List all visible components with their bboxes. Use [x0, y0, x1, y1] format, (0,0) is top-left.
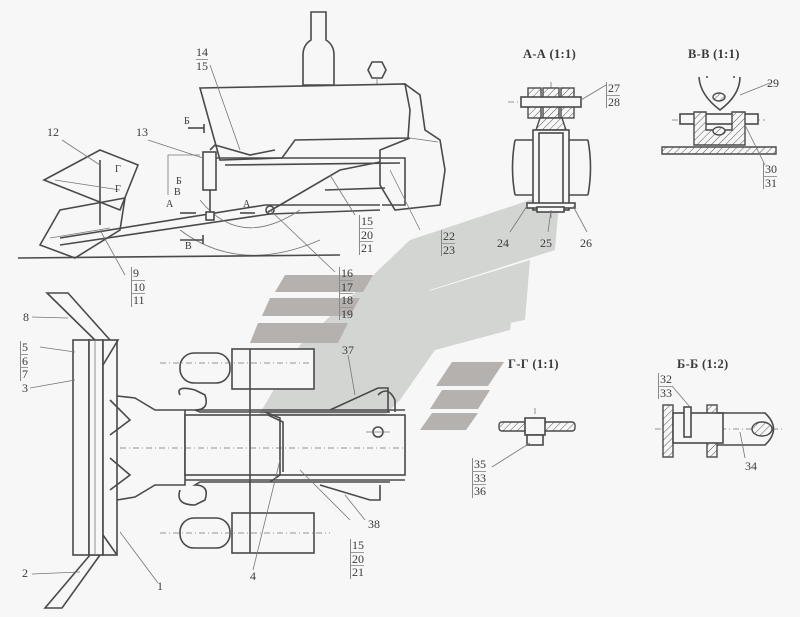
section-vv-drawing	[661, 76, 777, 166]
callout-34: 34	[745, 459, 757, 473]
callout-15: 15	[196, 58, 208, 73]
section-marker-g-bot: Г	[115, 184, 121, 195]
callout-12: 12	[47, 125, 59, 139]
section-marker-a-right: А	[243, 199, 251, 210]
watermark-bar-1	[275, 275, 373, 292]
section-vv-title: В-В (1:1)	[688, 47, 740, 61]
callout-35-33-36: 35 33 36	[472, 458, 486, 498]
section-marker-v-bot: В	[185, 241, 192, 252]
callout-2: 2	[22, 566, 28, 580]
callout-22: 22	[441, 229, 455, 243]
callout-15: 15	[359, 214, 373, 228]
section-aa-drawing	[508, 82, 607, 233]
callout-9-10-11: 9 10 11	[131, 267, 145, 307]
callout-23: 23	[441, 242, 455, 257]
callout-29: 29	[767, 76, 779, 90]
callout-9: 9	[131, 267, 145, 280]
callout-28: 28	[606, 94, 620, 109]
watermark-logo	[250, 190, 560, 440]
watermark-bar-4	[436, 362, 504, 386]
callout-5: 5	[20, 340, 28, 354]
callout-15: 15	[350, 538, 364, 552]
callout-4: 4	[250, 569, 256, 583]
watermark-bar-6	[420, 413, 478, 430]
callout-5-6-7: 5 6 7	[20, 341, 28, 381]
side-view	[17, 11, 446, 276]
watermark-bar-5	[430, 390, 490, 409]
section-gg-drawing	[491, 408, 576, 468]
callout-6: 6	[20, 353, 28, 368]
section-marker-a-left: А	[166, 199, 174, 210]
callout-38: 38	[368, 517, 380, 531]
callout-21: 21	[359, 241, 373, 255]
watermark-chevron-inner	[330, 300, 515, 440]
callout-32: 32	[658, 372, 672, 386]
callout-35: 35	[472, 457, 486, 471]
section-gg-title: Г-Г (1:1)	[508, 357, 559, 371]
callout-27-28: 27 28	[606, 82, 620, 108]
section-marker-b-top: Б	[184, 116, 190, 127]
callout-3: 3	[22, 381, 28, 395]
callout-30-31: 30 31	[763, 163, 777, 189]
section-bb-drawing	[655, 385, 785, 459]
callout-1: 1	[157, 579, 163, 593]
section-marker-g-top: Г	[115, 164, 121, 175]
callout-25: 25	[540, 236, 552, 250]
callout-37: 37	[342, 343, 354, 357]
callout-19: 19	[339, 306, 353, 321]
callout-14-15: 14 15	[196, 46, 208, 72]
callout-33: 33	[472, 470, 486, 485]
callout-15-20-21-top: 15 20 21	[350, 539, 364, 579]
callout-22-23: 22 23	[441, 230, 455, 256]
callout-16-19: 16 17 18 19	[339, 267, 353, 320]
watermark-bar-2	[262, 298, 360, 316]
callout-10: 10	[131, 279, 145, 294]
section-marker-b-mid: Б	[176, 176, 182, 187]
callout-8: 8	[23, 310, 29, 324]
callout-13: 13	[136, 125, 148, 139]
top-view	[29, 292, 406, 609]
watermark-bar-3	[250, 323, 348, 343]
callout-18: 18	[339, 293, 353, 307]
callout-21: 21	[350, 565, 364, 579]
callout-36: 36	[472, 484, 486, 498]
section-marker-v-top: В	[174, 187, 181, 198]
callout-20: 20	[350, 551, 364, 566]
callout-15-20-21-side: 15 20 21	[359, 215, 373, 255]
callout-11: 11	[131, 293, 145, 307]
callout-33: 33	[658, 385, 672, 400]
callout-31: 31	[763, 175, 777, 190]
section-bb-title: Б-Б (1:2)	[677, 357, 729, 371]
callout-16: 16	[339, 266, 353, 280]
callout-30: 30	[763, 162, 777, 176]
callout-24: 24	[497, 236, 509, 250]
callout-7: 7	[20, 367, 28, 381]
callout-20: 20	[359, 227, 373, 242]
callout-14: 14	[196, 45, 208, 59]
callout-26: 26	[580, 236, 592, 250]
callout-17: 17	[339, 279, 353, 294]
callout-32-33: 32 33	[658, 373, 672, 399]
section-aa-title: А-А (1:1)	[523, 47, 577, 61]
callout-27: 27	[606, 81, 620, 95]
